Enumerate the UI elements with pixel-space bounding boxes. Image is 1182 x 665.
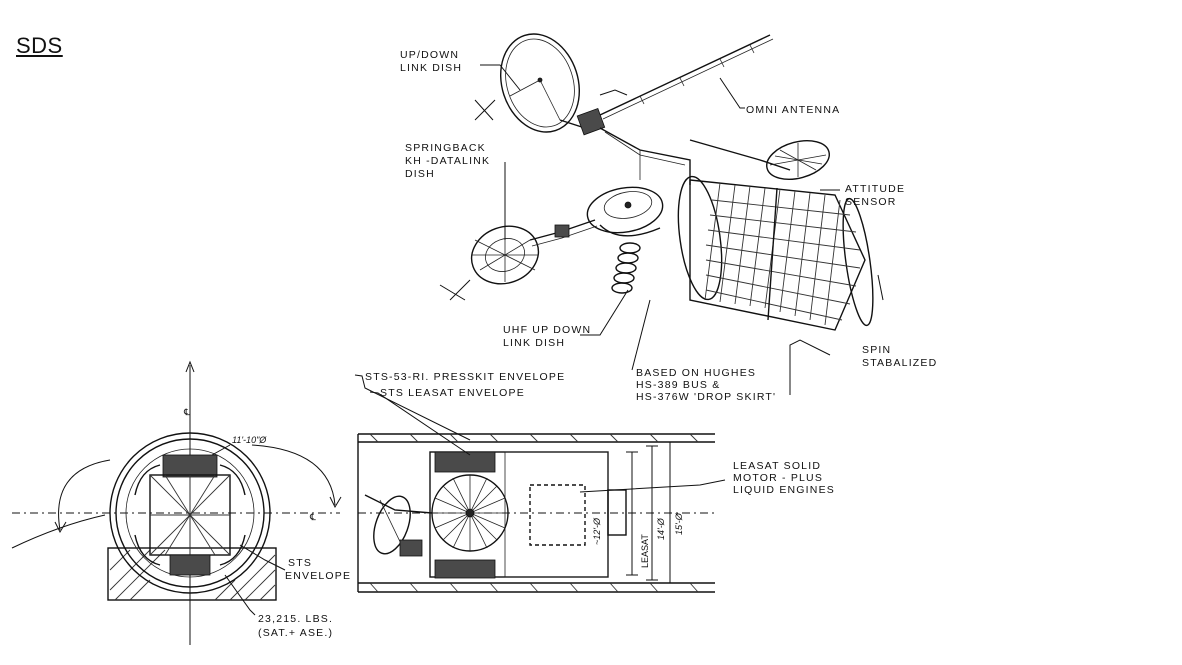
label-uplink-dish-1: UP/DOWN: [400, 49, 459, 61]
label-diameter-11: 11'-10"Ø: [232, 435, 267, 445]
label-sts-envelope-2: ENVELOPE: [285, 570, 351, 582]
up-down-link-dish: [499, 33, 606, 136]
support-truss: [599, 127, 691, 185]
centerline-mark-horizontal: ℄: [309, 512, 316, 522]
label-uhf-2: LINK DISH: [503, 337, 565, 349]
label-based-on-2: HS-389 BUS &: [636, 379, 720, 391]
label-weight-2: (SAT.+ ASE.): [258, 627, 333, 639]
label-sts-envelope-1: STS: [288, 557, 312, 569]
label-springback-3: DISH: [405, 168, 435, 180]
label-attitude-2: SENSOR: [845, 196, 897, 208]
label-dim-12: ~12'-Ø: [592, 517, 602, 545]
label-dim-14: 14'-Ø: [656, 517, 666, 540]
top-leader-lines: [480, 64, 840, 395]
centerline-mark-vertical: ℄: [183, 407, 190, 417]
label-weight-1: 23,215. LBS.: [258, 613, 333, 625]
label-leasat-motor-3: LIQUID ENGINES: [733, 484, 835, 496]
spacecraft-bus: [677, 175, 874, 331]
label-leasat-envelope: STS LEASAT ENVELOPE: [380, 387, 525, 399]
label-leasat-motor-2: MOTOR - PLUS: [733, 472, 823, 484]
label-uhf-1: UHF UP DOWN: [503, 324, 591, 336]
label-leasat-dim: LEASAT: [640, 534, 650, 568]
dimension-lines: [626, 441, 676, 584]
label-based-on-3: HS-376W 'DROP SKIRT': [636, 391, 776, 403]
satellite-isometric-view: [439, 33, 884, 331]
solar-cell-panels: [704, 182, 861, 326]
label-dim-15: 15'-Ø: [674, 512, 684, 535]
label-attitude-1: ATTITUDE: [845, 183, 905, 195]
central-dish: [586, 186, 664, 237]
label-omni-antenna: OMNI ANTENNA: [746, 104, 840, 116]
page-title: SDS: [16, 33, 63, 58]
label-springback-2: KH -DATALINK: [405, 155, 490, 167]
motion-arrows: [439, 89, 884, 301]
label-leasat-motor-1: LEASAT SOLID: [733, 460, 821, 472]
omni-antenna-boom: [599, 34, 771, 116]
side-view-labels: STS-53-RI. PRESSKIT ENVELOPE STS LEASAT …: [354, 371, 835, 496]
end-view-cross-section: ℄ ℄: [11, 360, 342, 645]
label-uplink-dish-2: LINK DISH: [400, 62, 462, 74]
uhf-link-dish-stack: [611, 242, 641, 294]
label-spin-1: SPIN: [862, 344, 891, 356]
svg-text:23,215. LBS.(SAT.+ ASE.): 23,215. LBS. (SAT.+ ASE.): [258, 613, 333, 639]
label-springback-1: SPRINGBACK: [405, 142, 486, 154]
label-based-on-1: BASED ON HUGHES: [636, 367, 756, 379]
label-sts53-envelope: STS-53-RI. PRESSKIT ENVELOPE: [365, 371, 565, 383]
label-spin-2: STABALIZED: [862, 357, 937, 369]
attitude-sensor-dish: [766, 140, 830, 180]
springback-datalink-dish: [470, 219, 598, 285]
side-view-payload-bay: ~12'-Ø 14'-Ø LEASAT 15'-Ø: [357, 433, 715, 593]
